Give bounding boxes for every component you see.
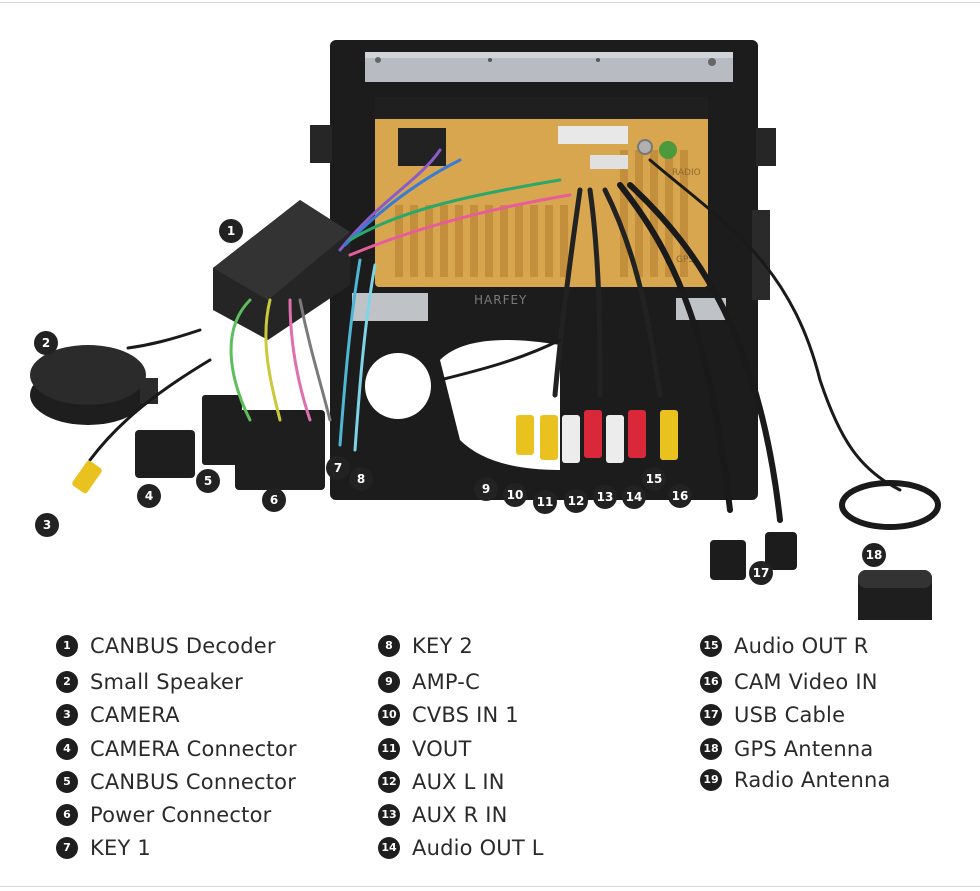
legend-number: 4	[56, 738, 78, 760]
legend-number: 18	[700, 738, 722, 760]
callout-7: 7	[326, 456, 350, 480]
legend-item-audio-out-r: 15 Audio OUT R	[700, 631, 869, 661]
legend-item-aux-r-in: 13 AUX R IN	[378, 800, 508, 830]
legend-label: Radio Antenna	[734, 768, 891, 792]
legend-number: 2	[56, 671, 78, 693]
legend-item-camera: 3 CAMERA	[56, 700, 180, 730]
top-divider	[0, 2, 980, 3]
legend-label: VOUT	[412, 737, 472, 761]
legend-item-key-1: 7 KEY 1	[56, 833, 151, 863]
legend-label: KEY 1	[90, 836, 151, 860]
legend-item-camera-connector: 4 CAMERA Connector	[56, 734, 297, 764]
legend-item-key-2: 8 KEY 2	[378, 631, 473, 661]
legend-label: GPS Antenna	[734, 737, 874, 761]
legend-label: Audio OUT L	[412, 836, 544, 860]
rca-plugs	[72, 410, 678, 494]
legend-label: Power Connector	[90, 803, 272, 827]
legend-number: 10	[378, 704, 400, 726]
callout-8: 8	[349, 467, 373, 491]
callout-2: 2	[34, 331, 58, 355]
callout-15: 15	[642, 467, 666, 491]
gps-port-label: GPS	[676, 255, 694, 265]
legend-label: Audio OUT R	[734, 634, 869, 658]
callout-11: 11	[533, 490, 557, 514]
callout-3: 3	[35, 513, 59, 537]
legend-item-audio-out-l: 14 Audio OUT L	[378, 833, 544, 863]
legend-label: AUX R IN	[412, 803, 508, 827]
legend-item-usb-cable: 17 USB Cable	[700, 700, 845, 730]
legend-item-radio-antenna: 19 Radio Antenna	[700, 765, 891, 795]
legend-number: 8	[378, 635, 400, 657]
legend-item-cam-video-in: 16 CAM Video IN	[700, 667, 878, 697]
legend-item-small-speaker: 2 Small Speaker	[56, 667, 243, 697]
legend-number: 13	[378, 804, 400, 826]
callout-4: 4	[137, 484, 161, 508]
legend-label: USB Cable	[734, 703, 846, 727]
legend-item-canbus-connector: 5 CANBUS Connector	[56, 767, 296, 797]
legend-item-power-connector: 6 Power Connector	[56, 800, 271, 830]
callout-14: 14	[622, 485, 646, 509]
legend-number: 14	[378, 837, 400, 859]
legend-label: CAM Video IN	[734, 670, 878, 694]
legend-item-gps-antenna: 18 GPS Antenna	[700, 734, 873, 764]
legend-label: AUX L IN	[412, 770, 505, 794]
brand-watermark: HARFEY	[474, 293, 527, 307]
legend-item-aux-l-in: 12 AUX L IN	[378, 767, 505, 797]
legend-item-vout: 11 VOUT	[378, 734, 472, 764]
legend-number: 11	[378, 738, 400, 760]
legend-number: 19	[700, 769, 722, 791]
legend-item-canbus-decoder: 1 CANBUS Decoder	[56, 631, 276, 661]
legend-label: CVBS IN 1	[412, 703, 519, 727]
connectors	[135, 395, 325, 490]
legend-label: Small Speaker	[90, 670, 244, 694]
legend-label: CANBUS Decoder	[90, 634, 276, 658]
legend-label: CANBUS Connector	[90, 770, 297, 794]
legend-number: 12	[378, 771, 400, 793]
small-speaker	[30, 345, 158, 425]
legend-number: 1	[56, 635, 78, 657]
callout-13: 13	[593, 485, 617, 509]
callout-17: 17	[749, 561, 773, 585]
callout-5: 5	[196, 469, 220, 493]
bottom-divider	[0, 886, 980, 887]
legend-number: 9	[378, 671, 400, 693]
gps-antenna	[839, 480, 941, 620]
callout-12: 12	[564, 489, 588, 513]
legend-number: 17	[700, 704, 722, 726]
legend-number: 15	[700, 635, 722, 657]
legend-label: AMP-C	[412, 670, 480, 694]
legend-item-cvbs-in-1: 10 CVBS IN 1	[378, 700, 519, 730]
legend-number: 5	[56, 771, 78, 793]
callout-16: 16	[668, 484, 692, 508]
gold-chassis: RADIO GPS	[375, 97, 708, 287]
callout-1: 1	[219, 219, 243, 243]
usb-plugs	[710, 532, 797, 580]
legend-label: KEY 2	[412, 634, 473, 658]
legend-number: 6	[56, 804, 78, 826]
product-wiring-photo: RADIO GPS HARFEY	[30, 40, 941, 620]
radio-port-label: RADIO	[672, 168, 701, 178]
legend-item-amp-c: 9 AMP-C	[378, 667, 480, 697]
legend-number: 7	[56, 837, 78, 859]
callout-18: 18	[862, 543, 886, 567]
callout-10: 10	[503, 483, 527, 507]
wire-bundle	[88, 148, 902, 523]
legend-label: CAMERA Connector	[90, 737, 297, 761]
legend-number: 16	[700, 671, 722, 693]
legend-label: CAMERA	[90, 703, 180, 727]
callout-9: 9	[474, 477, 498, 501]
legend-number: 3	[56, 704, 78, 726]
callout-6: 6	[262, 488, 286, 512]
